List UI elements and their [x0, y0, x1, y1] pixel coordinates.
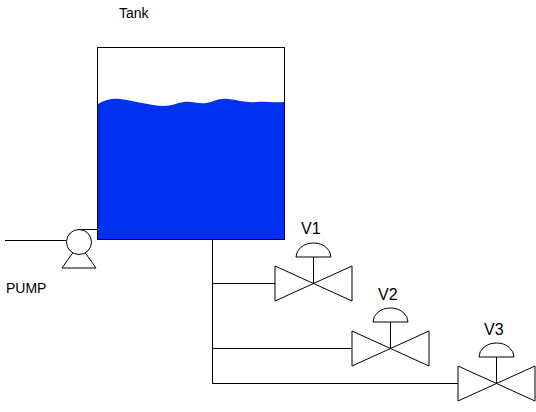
pump-symbol: [67, 230, 92, 255]
valve-symbol: [352, 308, 429, 366]
branch-pipe: [212, 348, 352, 349]
valve-label: V1: [301, 221, 321, 237]
pump-inlet-pipe: [5, 240, 66, 241]
drain-pipe: [212, 240, 213, 384]
branch-pipe: [212, 383, 458, 384]
valve-label: V3: [484, 322, 504, 338]
branch-pipe: [212, 283, 275, 284]
water-fill: [98, 99, 284, 239]
tank-outline: [98, 48, 285, 240]
valve-label: V2: [378, 287, 398, 303]
pump-label: PUMP: [6, 281, 46, 295]
valve-symbol: [458, 343, 535, 401]
tank-label: Tank: [119, 6, 149, 20]
valve-symbol: [275, 243, 352, 301]
